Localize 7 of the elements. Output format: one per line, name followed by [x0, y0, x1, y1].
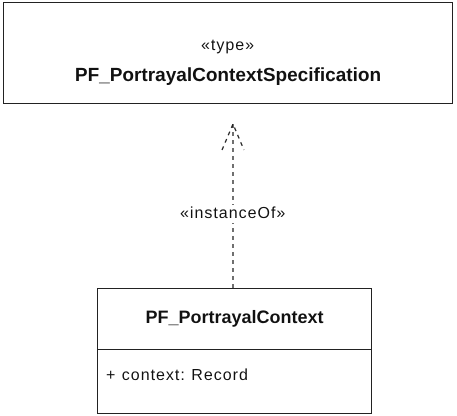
class-box	[3, 2, 453, 104]
class-box	[97, 288, 372, 414]
class-name: PF_PortrayalContext	[144, 307, 325, 328]
attribute-text: + context: Record	[106, 367, 250, 385]
class-name: PF_PortrayalContextSpecification	[74, 65, 382, 87]
dependency-arrow	[221, 122, 245, 289]
stereotype-label: «type»	[200, 37, 256, 55]
